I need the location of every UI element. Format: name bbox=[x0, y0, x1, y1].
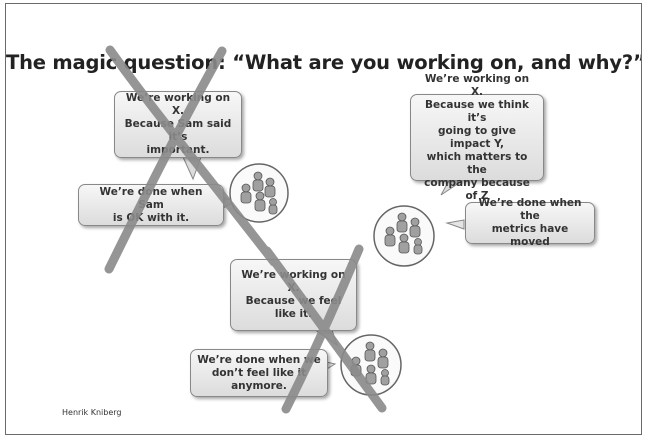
slide: The magic question: “What are you workin… bbox=[5, 3, 642, 435]
done-bubble-top-left: We’re done when Sam is OK with it. bbox=[78, 184, 224, 226]
why-bubble-right: We’re working on X. Because we think it’… bbox=[410, 73, 544, 202]
done-bubble-bottom: We’re done when we don’t feel like it an… bbox=[190, 349, 328, 397]
team-of-people-icon bbox=[373, 205, 435, 267]
why-bubble-bottom: We’re working on X. Because we feel like… bbox=[230, 259, 357, 331]
done-bubble-right: We’re done when the metrics have moved bbox=[465, 197, 595, 248]
team-of-people-icon bbox=[229, 163, 289, 223]
team-of-people-icon bbox=[340, 334, 402, 396]
why-bubble-top-left: We’re working on X. Because Sam said it’… bbox=[114, 91, 242, 158]
author-credit: Henrik Kniberg bbox=[62, 408, 122, 417]
